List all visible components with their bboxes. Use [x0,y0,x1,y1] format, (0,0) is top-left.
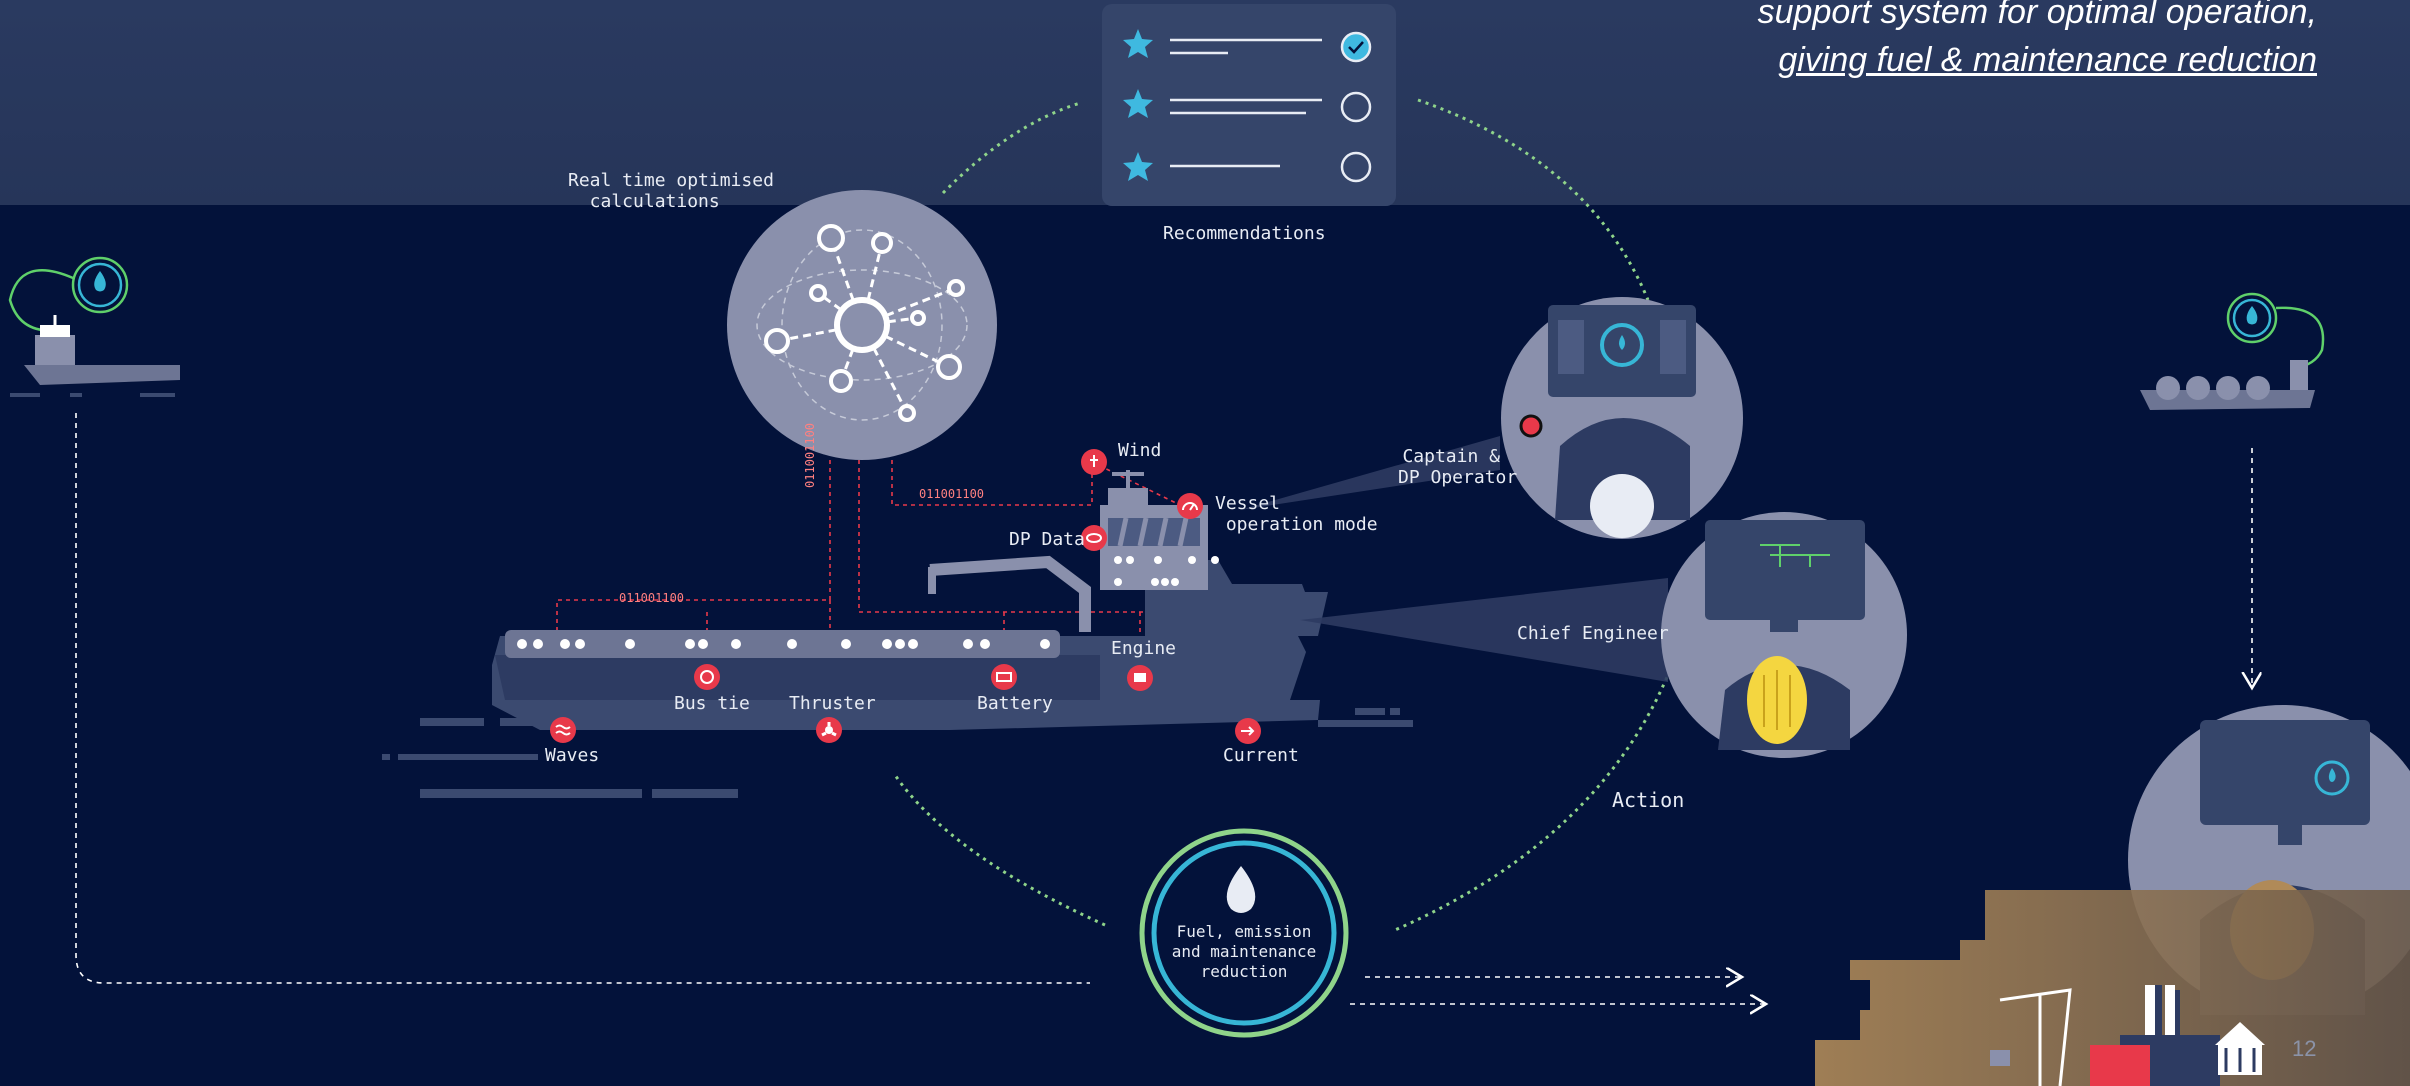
fuel-reduction-circle [1139,828,1349,1038]
binary-data-2: 011001100 [619,591,685,605]
binary-data-1: 011001100 [919,487,985,501]
sensor-icons [550,449,1261,744]
current-label: Current [1223,745,1299,766]
waves-icon [550,717,576,743]
vessel-operation-mode-label: Vessel operation mode [1215,493,1378,535]
engine-label: Engine [1111,638,1177,659]
fan-icon [816,717,842,743]
engine-icon [1127,665,1153,691]
binary-data-3: 011001100 [803,422,817,488]
chief-engineer-illustration [1661,512,1907,758]
fuel-reduction-label: Fuel, emission and maintenance reduction [1171,922,1317,981]
onshore-industry [1815,890,2410,1086]
dp-data-label: DP Data [1009,529,1085,550]
wind-icon [1081,449,1107,475]
captain-operator-illustration [1501,297,1743,539]
cycle-arrows [893,98,1672,932]
battery-label: Battery [977,693,1053,714]
realtime-calculations-label: Real time optimised calculations [568,170,774,212]
thruster-label: Thruster [789,693,876,714]
star-icon [1123,29,1153,181]
wind-label: Wind [1118,440,1162,461]
vessel [382,436,1668,798]
dp-data-icon [1081,525,1107,551]
droplet-icon [1226,866,1256,913]
headline: support system for optimal operation, gi… [1758,0,2317,84]
battery-icon [991,664,1017,690]
current-icon [1235,718,1261,744]
bus-tie-label: Bus tie [674,693,750,714]
check-icon [1340,31,1372,63]
calculation-network [727,190,997,460]
recommendations-card [1102,4,1396,206]
gauge-icon [1177,493,1203,519]
left-vessel-icon [8,256,180,397]
headline-line-2: giving fuel & maintenance reduction [1778,41,2317,79]
captain-label: Captain & DP Operator [1398,446,1518,488]
flow-lines [75,413,2252,1004]
recommendations-label: Recommendations [1163,223,1326,244]
page-number: 12 [2292,1036,2317,1061]
right-vessel-icon [2140,292,2325,410]
action-label: Action [1612,788,1685,812]
bus-tie-icon [694,664,720,690]
chief-engineer-label: Chief Engineer [1517,623,1669,644]
headline-line-1: support system for optimal operation, [1757,0,2317,31]
waves-label: Waves [545,745,600,766]
